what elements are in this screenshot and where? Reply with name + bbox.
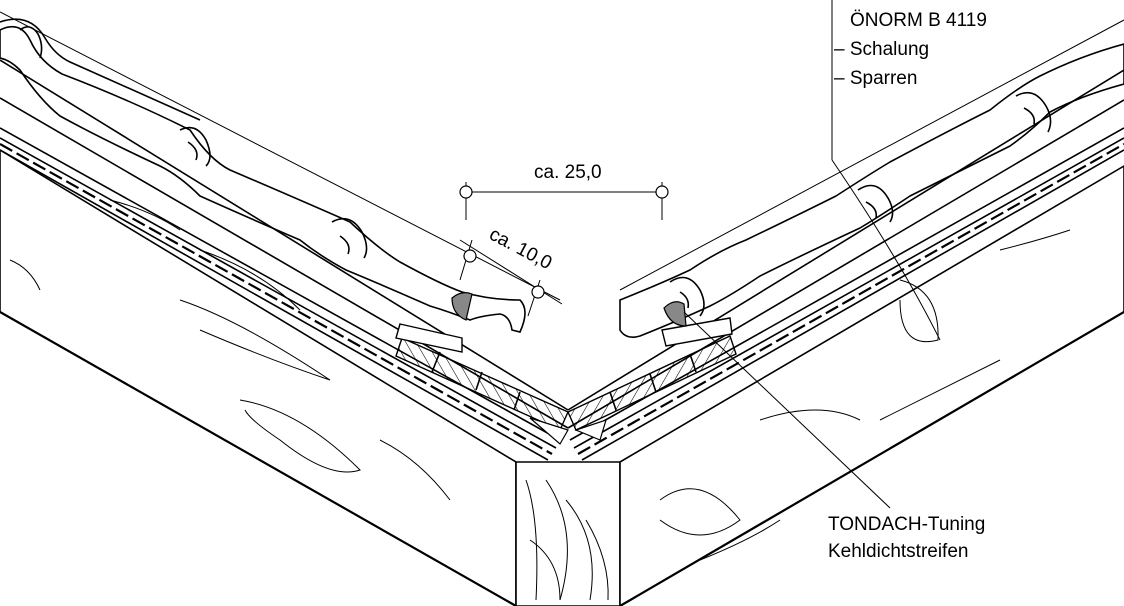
label-kehldichtstreifen: Kehldichtstreifen bbox=[828, 541, 968, 562]
dimension-width-top bbox=[459, 182, 669, 220]
dimension-width-slant bbox=[459, 239, 563, 317]
valley-boards-left bbox=[395, 337, 569, 445]
leader-line-tuning bbox=[683, 311, 891, 509]
valley-boards-right bbox=[567, 335, 737, 441]
left-boarding-layers bbox=[0, 59, 569, 461]
label-tuning: TONDACH-Tuning bbox=[828, 514, 985, 535]
center-rafter bbox=[515, 461, 621, 606]
right-rafter bbox=[619, 165, 1124, 606]
label-sparren: – Sparren bbox=[834, 68, 917, 89]
label-schalung: – Schalung bbox=[834, 39, 929, 60]
label-norm: ÖNORM B 4119 bbox=[850, 10, 987, 31]
right-roof-tiles bbox=[619, 19, 1124, 338]
tile-battens bbox=[395, 317, 733, 353]
leader-line-top-diag bbox=[831, 159, 941, 341]
left-rafter bbox=[0, 149, 517, 606]
dimension-width-top-label: ca. 25,0 bbox=[534, 162, 602, 183]
